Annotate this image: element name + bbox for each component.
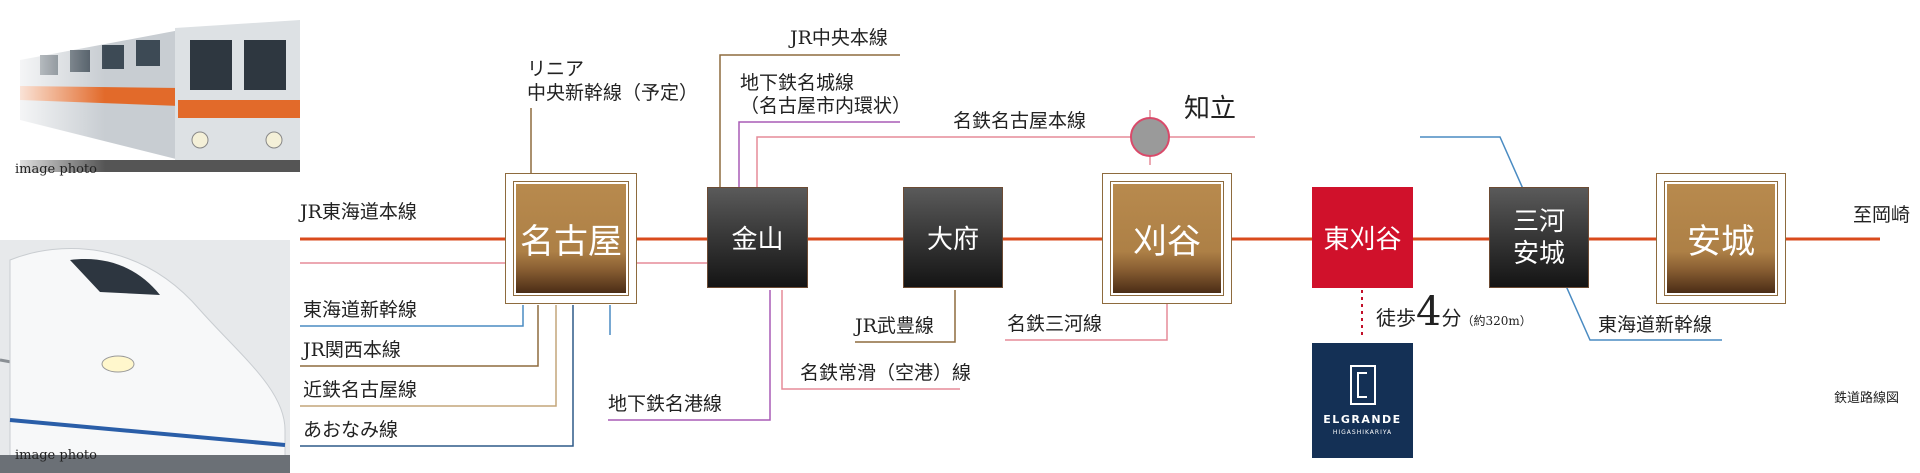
label-tokaido-shinkansen-left: 東海道新幹線: [303, 299, 418, 321]
chiryu-station-marker: [1130, 117, 1170, 157]
label-to-okazaki: 至岡崎: [1853, 204, 1911, 226]
elgrande-logo-name: ELGRANDE: [1323, 413, 1402, 426]
diagram-caption: 鉄道路線図: [1834, 391, 1900, 406]
label-tokaido-shinkansen-right: 東海道新幹線: [1598, 314, 1713, 336]
label-jr-chuo: JR中央本線: [790, 27, 888, 49]
station-obu: 大府: [903, 187, 1003, 288]
kintetsu-line: [300, 305, 557, 407]
station-mikawa-anjo: 三河 安城: [1489, 187, 1589, 288]
station-higashi-kariya: 東刈谷: [1312, 187, 1413, 288]
label-meiko: 地下鉄名港線: [608, 393, 723, 415]
jr-bufu-line: [855, 290, 956, 343]
jr-train-illustration: [0, 0, 300, 185]
photo-caption-top: image photo: [15, 162, 97, 177]
station-anjo: 安城: [1664, 181, 1778, 296]
aonami-line: [300, 305, 574, 447]
label-meitetsu-tokoname: 名鉄常滑（空港）線: [800, 362, 972, 384]
label-meijo-2: （名古屋市内環状）: [740, 95, 912, 117]
meiko-line: [608, 290, 771, 421]
station-chiryu-label: 知立: [1184, 94, 1237, 124]
meijo-line: [738, 121, 900, 188]
photo-caption-bottom: image photo: [15, 448, 97, 463]
label-jr-tokaido: JR東海道本線: [300, 201, 417, 223]
tokaido-shinkansen-left-line: [300, 305, 524, 327]
shinkansen-photo-bottom: image photo: [0, 240, 290, 473]
meitetsu-nagoya-main-line: [756, 136, 1255, 188]
jr-kansai-line: [300, 305, 539, 367]
elgrande-logo-mark: [1349, 365, 1376, 405]
walk-prefix: 徒歩: [1376, 306, 1416, 330]
walk-minutes: 4: [1416, 289, 1442, 335]
station-kariya: 刈谷: [1110, 181, 1224, 296]
elgrande-logo-sub: HIGASHIKARIYA: [1332, 429, 1393, 436]
label-jr-kansai: JR関西本線: [303, 339, 401, 361]
label-aonami: あおなみ線: [303, 419, 399, 441]
walk-time: 徒歩4分（約320m）: [1376, 292, 1532, 332]
walk-unit: 分: [1441, 306, 1462, 330]
label-kintetsu: 近鉄名古屋線: [303, 379, 418, 401]
station-mikawa-anjo-line2: 安城: [1512, 238, 1565, 269]
shinkansen-illustration: [0, 240, 290, 473]
station-kanayama: 金山: [707, 187, 808, 288]
label-jr-bufu: JR武豊線: [855, 315, 934, 337]
meitetsu-tokoname-line: [781, 290, 960, 390]
label-linear-2: 中央新幹線（予定）: [527, 82, 699, 104]
station-nagoya: 名古屋: [513, 181, 629, 296]
station-mikawa-anjo-line1: 三河: [1512, 206, 1565, 237]
meitetsu-mikawa-line: [1005, 290, 1168, 341]
jr-chuo-line: [719, 54, 900, 188]
walk-distance: （約320m）: [1461, 314, 1532, 328]
elgrande-logo: ELGRANDE HIGASHIKARIYA: [1312, 343, 1413, 458]
label-meijo-1: 地下鉄名城線: [740, 72, 855, 94]
label-linear-1: リニア: [527, 58, 585, 80]
label-meitetsu-mikawa: 名鉄三河線: [1007, 313, 1103, 335]
train-photo-top: image photo: [0, 0, 300, 185]
label-meitetsu-nagoya: 名鉄名古屋本線: [953, 110, 1087, 132]
